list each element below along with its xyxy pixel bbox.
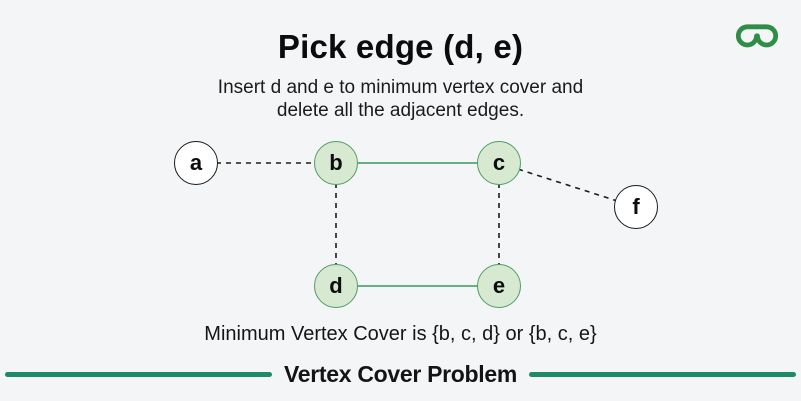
node-d-label: d [329,273,343,298]
graph-node-c: c [477,141,521,185]
subtitle-line-1: Insert d and e to minimum vertex cover a… [217,77,584,98]
geeksforgeeks-logo-icon [735,24,779,48]
node-e-label: e [492,273,506,298]
edge-c-f [498,162,637,208]
graph-node-f: f [614,185,658,229]
subtitle: Insert d and e to minimum vertex cover a… [0,76,801,122]
banner-caption: Vertex Cover Problem [283,361,518,387]
node-a-label: a [189,150,203,175]
node-c-label: c [492,150,506,175]
graph-node-a: a [174,141,218,185]
subtitle-line-2: delete all the adjacent edges. [276,100,525,121]
banner-line-right [529,372,796,377]
node-f-label: f [632,194,640,219]
graph-node-b: b [314,141,358,185]
graph-node-d: d [314,264,358,308]
footer-banner: Vertex Cover Problem [0,361,801,388]
graph-node-e: e [477,264,521,308]
banner-line-left [5,372,272,377]
result-text: Minimum Vertex Cover is {b, c, d} or {b,… [204,323,597,345]
page-title: Pick edge (d, e) [277,28,524,65]
node-b-label: b [329,150,343,175]
